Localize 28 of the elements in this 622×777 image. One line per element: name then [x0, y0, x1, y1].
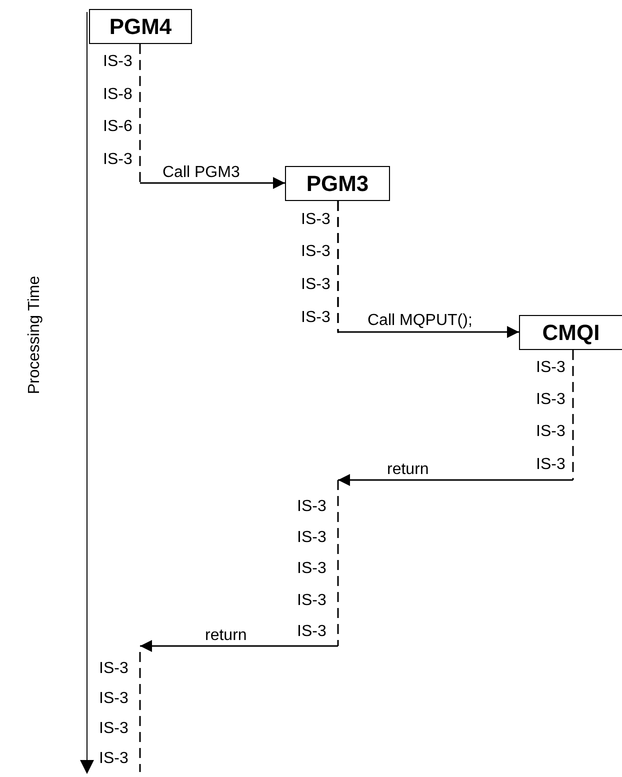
step-label: IS-3 [297, 530, 326, 546]
step-label: IS-3 [297, 561, 326, 577]
axis-label: Processing Time [27, 276, 43, 394]
step-label: IS-3 [99, 751, 128, 767]
step-label: IS-3 [536, 424, 566, 440]
step-label: IS-3 [103, 152, 132, 168]
step-label: IS-3 [99, 661, 128, 677]
step-label: IS-3 [536, 360, 566, 376]
step-label: IS-3 [536, 457, 566, 473]
step-label: IS-6 [103, 119, 132, 135]
step-label: IS-3 [297, 499, 326, 515]
step-label: IS-3 [99, 721, 128, 737]
step-label: IS-3 [297, 593, 326, 609]
step-label: IS-3 [301, 310, 330, 326]
process-box: PGM3 [285, 166, 390, 201]
process-box: CMQI [519, 315, 622, 350]
step-label: IS-3 [301, 277, 330, 293]
step-label: IS-3 [99, 691, 128, 707]
step-label: IS-3 [301, 244, 330, 260]
process-box: PGM4 [89, 9, 192, 44]
step-label: IS-3 [301, 212, 330, 228]
step-label: IS-3 [536, 392, 566, 408]
step-label: IS-3 [103, 54, 132, 70]
step-label: IS-3 [297, 624, 326, 640]
arrow [338, 350, 574, 486]
arrow [139, 44, 285, 189]
step-label: IS-8 [103, 87, 132, 103]
edge-label: Call MQPUT(); [366, 313, 474, 329]
